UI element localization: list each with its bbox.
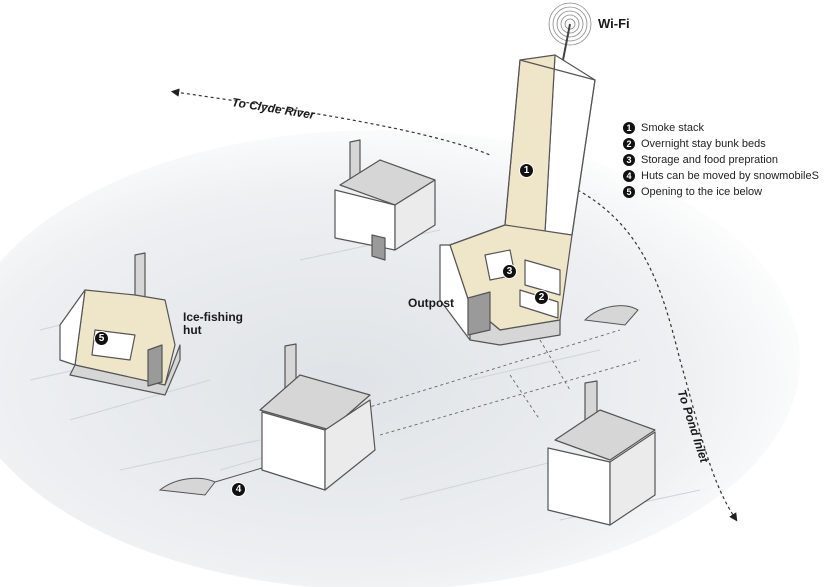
legend-number: 1 (623, 122, 635, 134)
snowmobile-right (583, 305, 639, 326)
legend-number: 4 (623, 170, 635, 182)
legend-item: 1 Smoke stack (623, 120, 819, 136)
legend-number: 5 (623, 186, 635, 198)
legend-item: 5 Opening to the ice below (623, 184, 819, 200)
legend-text: Smoke stack (641, 122, 704, 134)
marker-3: 3 (502, 264, 517, 279)
wifi-antenna (562, 23, 571, 61)
wifi-signal-icon (548, 2, 592, 46)
hut-front (547, 380, 656, 526)
legend-text: Storage and food prepration (641, 154, 778, 166)
hut-back (334, 139, 436, 261)
route-clyde-river (170, 88, 491, 156)
legend-text: Opening to the ice below (641, 186, 763, 198)
legend-item: 2 Overnight stay bunk beds (623, 136, 819, 152)
marker-2: 2 (534, 290, 549, 305)
outpost-building (439, 54, 596, 346)
legend: 1 Smoke stack 2 Overnight stay bunk beds 3… (623, 120, 819, 200)
legend-item: 4 Huts can be moved by snowmobileS (623, 168, 819, 184)
legend-number: 2 (623, 138, 635, 150)
hut-middle (259, 343, 376, 491)
marker-5: 5 (94, 331, 109, 346)
outpost-label: Outpost (408, 296, 454, 310)
legend-number: 3 (623, 154, 635, 166)
marker-4: 4 (231, 482, 246, 497)
marker-1: 1 (519, 163, 534, 178)
legend-text: Huts can be moved by snowmobileS (641, 170, 819, 182)
legend-text: Overnight stay bunk beds (641, 138, 766, 150)
ice-fishing-hut-label: Ice-fishing hut (183, 310, 244, 337)
legend-item: 3 Storage and food prepration (623, 152, 819, 168)
wifi-label: Wi-Fi (598, 16, 630, 31)
tow-line (214, 467, 263, 483)
ice-fishing-hut (59, 252, 181, 396)
